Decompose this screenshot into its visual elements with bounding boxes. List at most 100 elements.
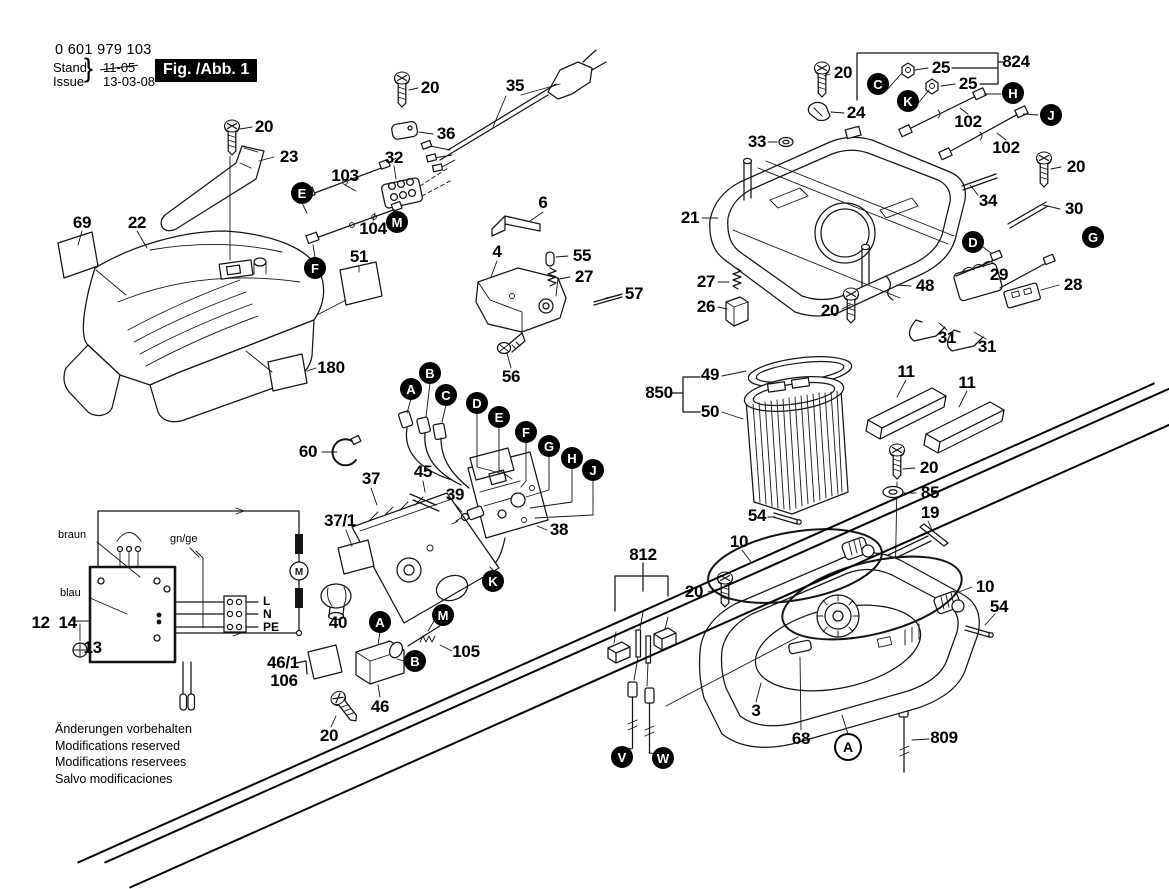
part-number-label: 33 <box>748 132 766 152</box>
part-latch-4 <box>476 268 566 332</box>
part-number-label: 20 <box>1067 157 1085 177</box>
motor-symbol: M <box>295 567 303 578</box>
part-number-label: 25 <box>932 58 950 78</box>
part-rod-30 <box>1008 202 1048 228</box>
part-pin-55 <box>546 252 554 266</box>
part-number-label: 54 <box>990 597 1008 617</box>
ref-letter-badge: G <box>1082 226 1104 248</box>
notice-line: Modifications reserved <box>55 738 192 755</box>
ref-letter-badge: K <box>897 90 919 112</box>
part-clip-24 <box>808 102 830 120</box>
part-number-label: 24 <box>847 103 865 123</box>
part-number-label: 31 <box>978 337 996 357</box>
part-number-label: 3 <box>751 701 760 721</box>
ref-letter-badge: C <box>867 73 889 95</box>
part-number-label: 809 <box>930 728 957 748</box>
part-number-label: 51 <box>350 247 368 267</box>
diagram-artwork: M <box>0 0 1169 826</box>
part-hook-60 <box>333 436 361 466</box>
ref-letter-badge: E <box>488 406 510 428</box>
part-washer-33 <box>779 138 793 147</box>
part-number-label: 19 <box>921 503 939 523</box>
ref-letter-badge: H <box>561 447 583 469</box>
part-number-label: 10 <box>976 577 994 597</box>
part-rod-34 <box>962 174 997 190</box>
ref-letter-badge: B <box>419 362 441 384</box>
part-number-label: 11 <box>958 373 975 393</box>
modifications-notice: Änderungen vorbehalten Modifications res… <box>55 721 192 787</box>
ref-letter-badge: E <box>291 182 313 204</box>
part-number-label: 23 <box>280 147 298 167</box>
part-power-cord-35 <box>421 50 606 172</box>
ref-letter-badge: D <box>962 231 984 253</box>
part-number-label: 27 <box>575 267 593 287</box>
part-number-label: 31 <box>938 328 956 348</box>
part-number-label: 20 <box>255 117 273 137</box>
ref-letter-badge: F <box>304 257 326 279</box>
part-number-label: 20 <box>920 458 938 478</box>
part-number-label: 102 <box>992 138 1019 158</box>
issue-date: 13-03-08 <box>103 74 155 89</box>
wires-abc <box>398 410 469 488</box>
ref-letter-badge: W <box>652 747 674 769</box>
part-number-label: 22 <box>128 213 146 233</box>
part-number-label: 48 <box>916 276 934 296</box>
part-number-label: 20 <box>685 582 703 602</box>
part-number: 0 601 979 103 <box>55 42 152 58</box>
part-number-label: 13 <box>84 638 1169 658</box>
part-number-label: 37 <box>362 469 380 489</box>
screw-20 <box>225 120 240 155</box>
part-handle-23 <box>161 146 264 231</box>
part-number-label: 20 <box>320 726 338 746</box>
part-number-label: 6 <box>538 193 547 213</box>
part-number-label: 36 <box>437 124 455 144</box>
part-brush-26 <box>726 297 748 326</box>
part-number-label: 56 <box>502 367 520 387</box>
ref-letter-badge: V <box>611 746 633 768</box>
figure-label: Fig. /Abb. 1 <box>155 59 257 82</box>
part-number-label: 850 <box>645 383 672 403</box>
issue-label: Issue <box>53 74 84 89</box>
part-number-label: 69 <box>73 213 91 233</box>
ref-letter-badge: H <box>1002 82 1024 104</box>
part-number-label: 20 <box>834 63 852 83</box>
part-number-label: 55 <box>573 246 591 266</box>
part-number-label: 34 <box>979 191 997 211</box>
ref-letter-badge: G <box>538 435 560 457</box>
ref-letter-badge: A <box>400 378 422 400</box>
part-cover-22 <box>64 231 324 422</box>
part-number-label: 25 <box>959 74 977 94</box>
notice-line: Änderungen vorbehalten <box>55 721 192 738</box>
ref-letter-badge: M <box>386 211 408 233</box>
part-foam-strip-11-a <box>866 388 946 439</box>
part-number-label: 812 <box>629 545 656 565</box>
part-number-label: 39 <box>446 485 464 505</box>
stand-date-struck: 11-05 <box>103 60 135 75</box>
part-number-label: 106 <box>270 671 297 691</box>
part-spring-27-left <box>733 268 741 289</box>
screw-20 <box>815 62 830 97</box>
part-number-label: 21 <box>681 208 699 228</box>
ref-letter-badge: D <box>466 392 488 414</box>
part-number-label: 57 <box>625 284 643 304</box>
part-number-label: 32 <box>385 148 403 168</box>
ref-letter-badge: A <box>369 611 391 633</box>
part-terminal-block-32 <box>381 168 452 209</box>
part-number-label: 28 <box>1064 275 1082 295</box>
wire-label-green-yellow: gn/ge <box>170 533 198 545</box>
ref-letter-badge: J <box>1040 104 1062 126</box>
part-number-label: 10 <box>730 532 748 552</box>
part-number-label: 103 <box>331 166 358 186</box>
part-pin-54-a <box>773 513 801 524</box>
ref-letter-badge: K <box>482 570 504 592</box>
part-number-label: 180 <box>317 358 344 378</box>
part-number-label: 50 <box>701 402 719 422</box>
part-number-label: 35 <box>506 76 524 96</box>
wire-label-brown: braun <box>58 529 86 541</box>
wire-label-blue: blau <box>60 587 81 599</box>
exploded-parts-diagram: M 0 601 979 103 Stand Issue } 11-05 13-0… <box>0 0 1169 826</box>
ref-letter-badge: F <box>515 421 537 443</box>
part-number-label: 20 <box>421 78 439 98</box>
part-number-label: 824 <box>1002 52 1029 72</box>
part-number-label: 27 <box>697 272 715 292</box>
